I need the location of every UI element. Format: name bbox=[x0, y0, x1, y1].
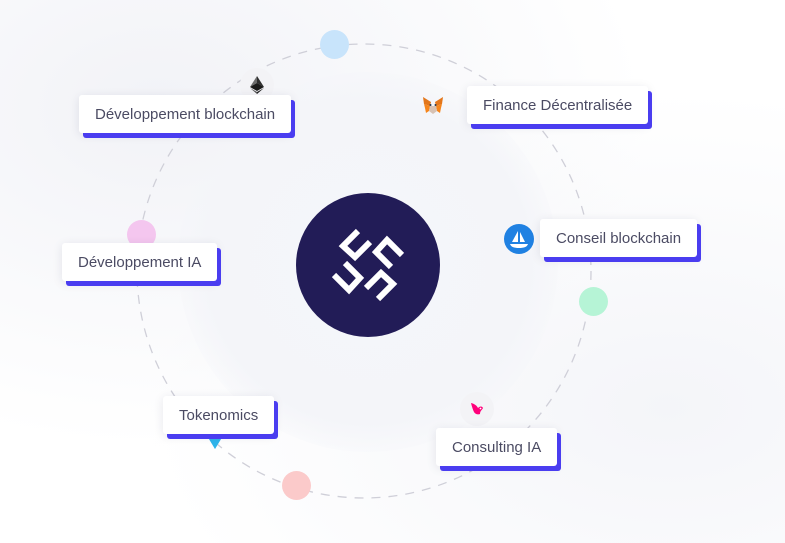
label-text: Consulting IA bbox=[452, 438, 542, 456]
swirl-logo-icon bbox=[331, 228, 405, 302]
label-developpement-blockchain[interactable]: Développement blockchain bbox=[79, 95, 292, 133]
label-text: Tokenomics bbox=[179, 406, 259, 424]
label-text: Développement blockchain bbox=[95, 105, 276, 123]
orbit-dot-red bbox=[282, 471, 311, 500]
label-text: Conseil blockchain bbox=[556, 229, 682, 247]
label-tokenomics[interactable]: Tokenomics bbox=[163, 396, 275, 434]
label-text: Développement IA bbox=[78, 253, 202, 271]
orbit-dot-blue bbox=[320, 30, 349, 59]
label-finance-decentralisee[interactable]: Finance Décentralisée bbox=[467, 86, 649, 124]
uniswap-unicorn-icon bbox=[460, 392, 494, 426]
opensea-icon bbox=[502, 222, 536, 256]
label-developpement-ia[interactable]: Développement IA bbox=[62, 243, 218, 281]
diamond-icon bbox=[198, 426, 232, 460]
center-logo bbox=[296, 193, 440, 337]
orbit-dot-green bbox=[579, 287, 608, 316]
label-consulting-ia[interactable]: Consulting IA bbox=[436, 428, 558, 466]
metamask-fox-icon bbox=[416, 88, 450, 122]
label-conseil-blockchain[interactable]: Conseil blockchain bbox=[540, 219, 698, 257]
label-text: Finance Décentralisée bbox=[483, 96, 633, 114]
